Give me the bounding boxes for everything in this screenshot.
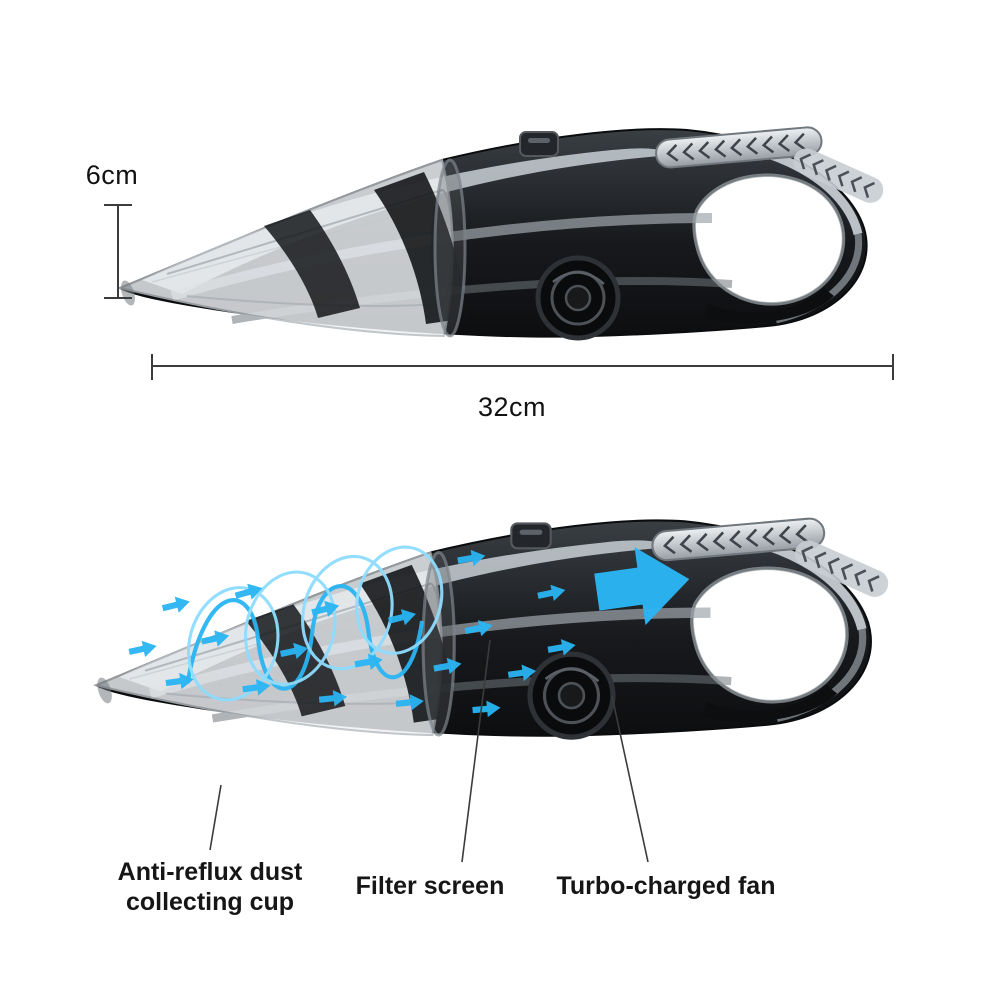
callout-line-filter bbox=[461, 639, 491, 863]
airflow-spiral-icon bbox=[185, 545, 444, 702]
airflow-big-arrow-icon bbox=[594, 547, 690, 626]
height-dimension-label: 6cm bbox=[85, 160, 139, 190]
label-dust-cup-line1: Anti-reflux dust bbox=[117, 858, 303, 886]
label-turbo-fan: Turbo-charged fan bbox=[556, 872, 776, 900]
label-filter-screen: Filter screen bbox=[355, 872, 505, 900]
length-dimension-label: 32cm bbox=[477, 392, 547, 422]
callout-line-dust-cup bbox=[209, 784, 222, 851]
label-dust-cup-line2: collecting cup bbox=[125, 887, 295, 916]
callout-line-fan bbox=[611, 695, 649, 863]
product-image-airflow-view bbox=[88, 488, 918, 758]
label-dust-cup: Anti-reflux dust collecting cup bbox=[95, 858, 325, 917]
